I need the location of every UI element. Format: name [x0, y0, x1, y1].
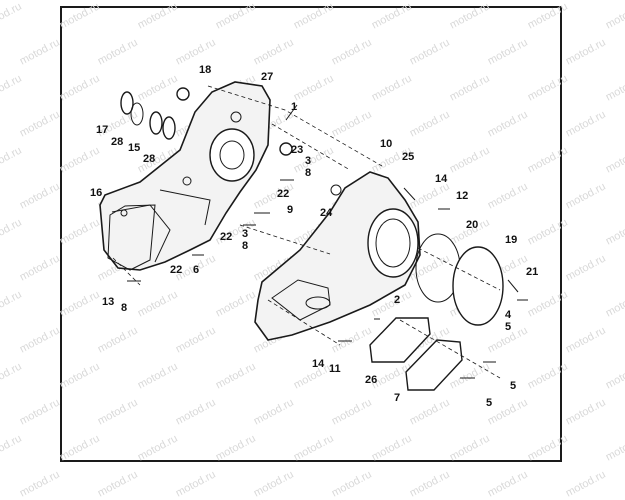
- callout-19: 19: [505, 234, 517, 246]
- callout-14: 14: [312, 358, 325, 370]
- screws: [127, 179, 528, 379]
- callout-11: 11: [329, 363, 341, 375]
- callout-10: 10: [380, 138, 392, 150]
- watermark-text: motod.ru: [251, 468, 296, 500]
- callout-13: 13: [102, 296, 114, 308]
- gasket: [107, 204, 156, 271]
- callout-9: 9: [287, 204, 293, 216]
- watermark-text: motod.ru: [329, 468, 374, 500]
- callout-1: 1: [291, 101, 297, 113]
- callout-22: 22: [277, 188, 289, 200]
- inspection-cover-7: [405, 339, 463, 391]
- inspection-cover-gasket-26: [369, 317, 431, 363]
- callout-28: 28: [143, 153, 155, 165]
- callout-25: 25: [402, 151, 414, 163]
- derby-cover-19: [452, 246, 504, 326]
- callout-15: 15: [128, 142, 140, 154]
- callout-22: 22: [220, 231, 232, 243]
- callout-21: 21: [526, 266, 538, 278]
- callout-20: 20: [466, 219, 478, 231]
- callout-5: 5: [486, 397, 492, 409]
- callout-27: 27: [261, 71, 273, 83]
- watermark-text: motod.ru: [173, 468, 218, 500]
- callout-8: 8: [121, 302, 127, 314]
- watermark-text: motod.ru: [407, 468, 452, 500]
- watermark-text: motod.ru: [95, 468, 140, 500]
- watermark-text: motod.ru: [485, 468, 530, 500]
- leader-lines: [112, 85, 519, 379]
- callout-28: 28: [111, 136, 123, 148]
- callout-12: 12: [456, 190, 468, 202]
- callout-4: 4: [505, 309, 512, 321]
- callout-8: 8: [305, 167, 311, 179]
- callout-23: 23: [291, 144, 303, 156]
- callout-2: 2: [394, 294, 400, 306]
- callout-8: 8: [242, 240, 248, 252]
- callout-6: 6: [193, 264, 199, 276]
- inner-primary-cover: [99, 81, 271, 271]
- callout-7: 7: [394, 392, 400, 404]
- bearing-parts: [120, 87, 293, 156]
- callout-3: 3: [242, 228, 248, 240]
- outer-primary-cover: [254, 171, 421, 341]
- watermark-text: motod.ru: [17, 468, 62, 500]
- exploded-parts-diagram: 18 27 1 17 28 15 28 23 3 8 10 25 16 22 2…: [90, 64, 538, 409]
- callout-22: 22: [170, 264, 182, 276]
- callout-18: 18: [199, 64, 211, 76]
- callout-5: 5: [505, 321, 511, 333]
- callout-24: 24: [320, 207, 333, 219]
- callout-3: 3: [305, 155, 311, 167]
- callout-14: 14: [435, 173, 448, 185]
- callout-17: 17: [96, 124, 108, 136]
- callout-5: 5: [510, 380, 516, 392]
- callout-16: 16: [90, 187, 102, 199]
- callout-26: 26: [365, 374, 377, 386]
- watermark-text: motod.ru: [563, 468, 608, 500]
